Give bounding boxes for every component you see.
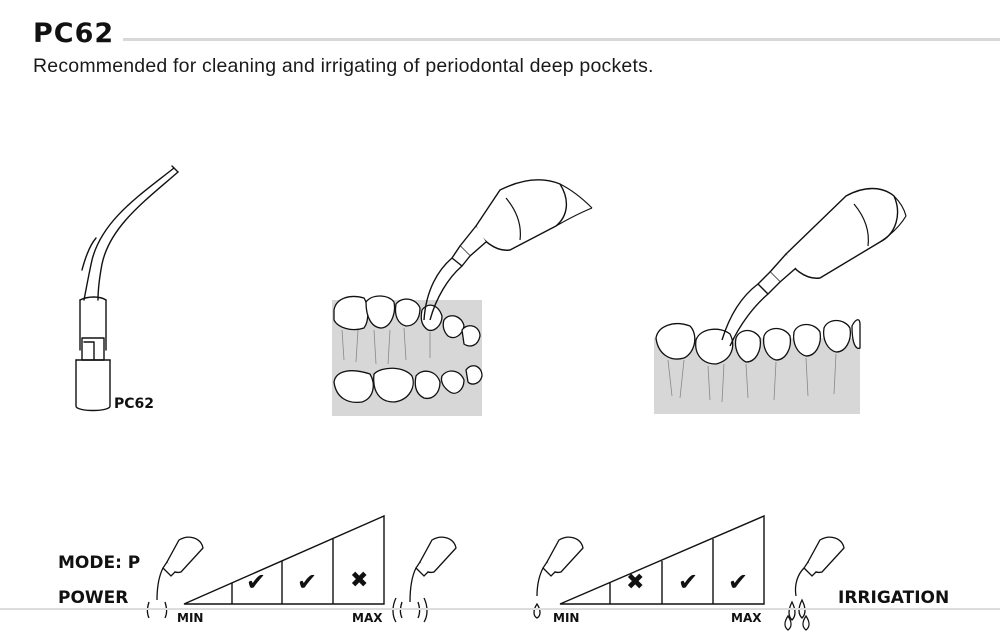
irrigation-level-3: ✔ [728,568,749,596]
usage-illustration-1 [332,179,593,416]
title-divider [123,38,1000,41]
irrigation-level-2: ✔ [678,568,699,596]
footer-divider [0,608,1000,610]
power-meter [183,514,385,605]
irrigation-max-label: MAX [731,611,762,625]
irrigation-min-label: MIN [553,611,580,625]
page-subtitle: Recommended for cleaning and irrigating … [33,55,654,77]
power-min-icon [146,536,204,619]
tip-label: PC62 [114,396,155,412]
irrigation-min-icon [533,536,584,619]
power-level-3: ✖ [350,568,369,593]
power-level-1: ✔ [246,568,267,596]
mode-label: MODE: P [58,553,141,573]
page-title: PC62 [33,18,115,49]
power-label: POWER [58,588,129,608]
power-level-2: ✔ [297,568,318,596]
power-max-icon [392,536,457,623]
irrigation-max-icon [784,536,845,631]
power-min-label: MIN [177,611,204,625]
scaler-tip-illustration [75,165,179,412]
irrigation-label: IRRIGATION [838,588,950,608]
power-max-label: MAX [352,611,383,625]
irrigation-meter [559,514,765,605]
irrigation-level-1: ✖ [626,570,645,595]
usage-illustration-2 [654,187,907,414]
